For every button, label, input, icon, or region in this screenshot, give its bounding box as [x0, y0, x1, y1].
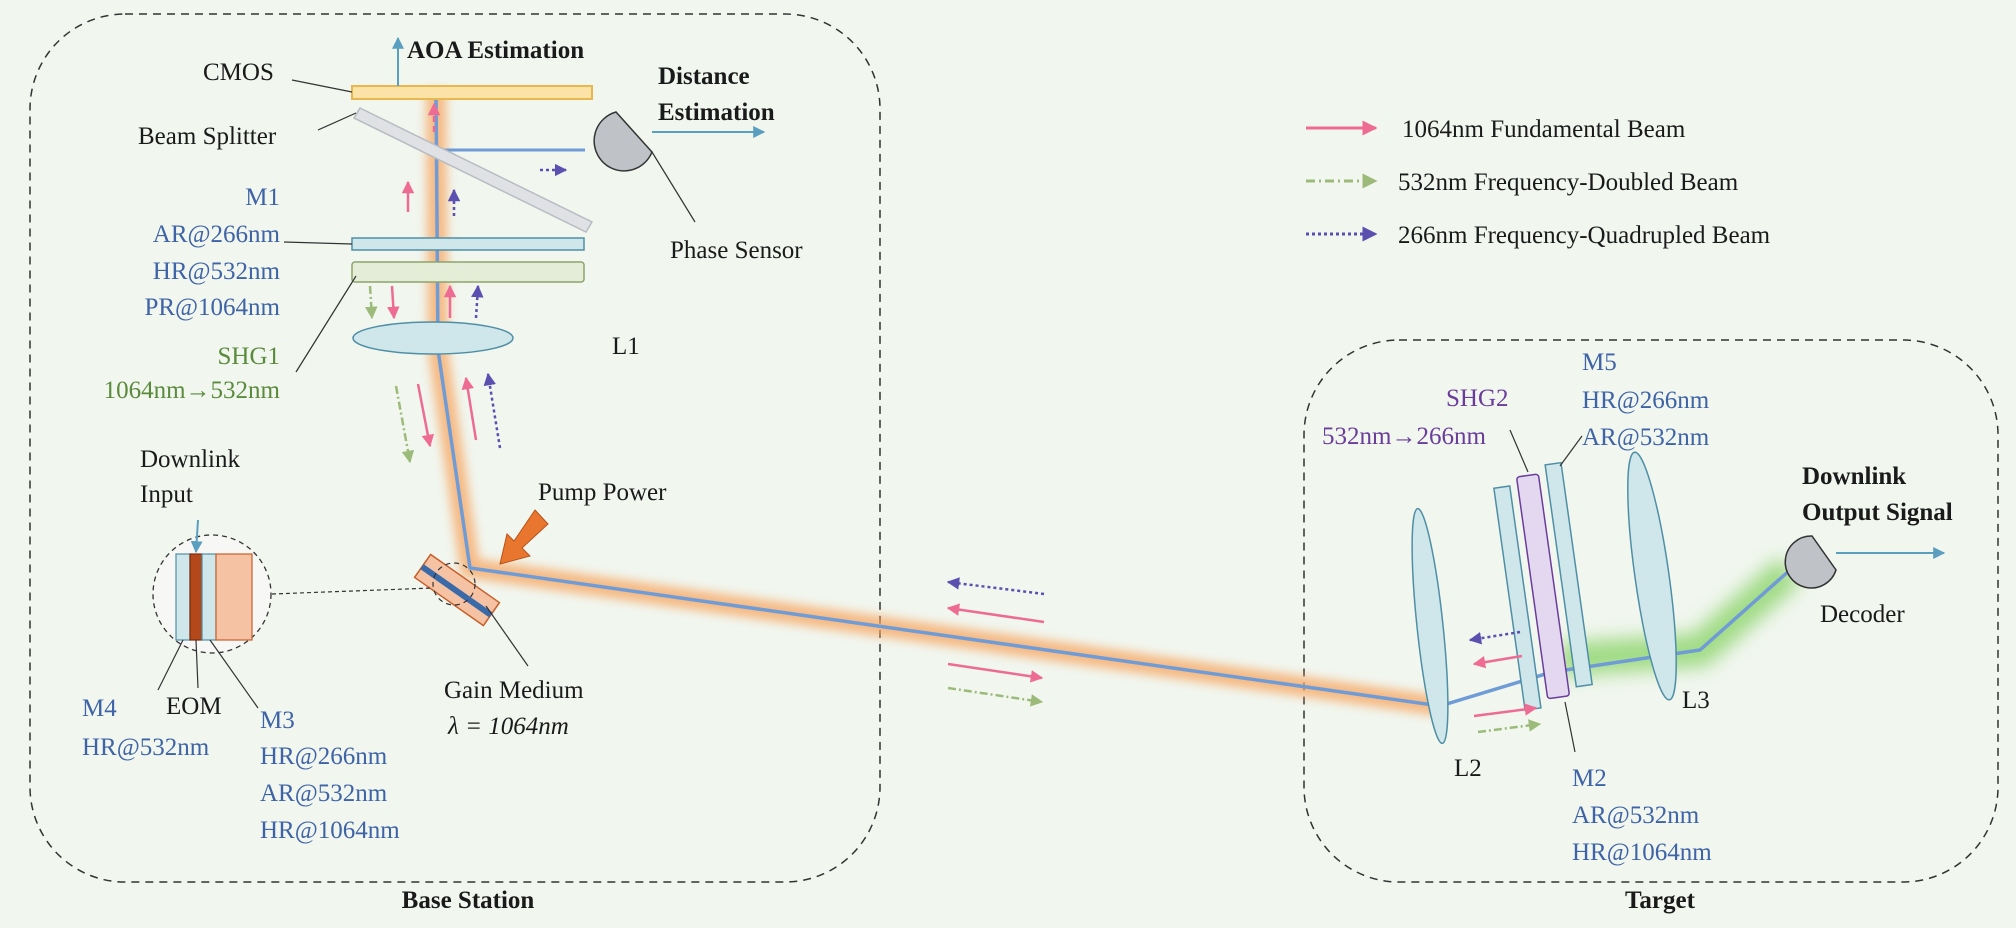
m4-label: M4 [82, 695, 117, 722]
m4-hr-label: HR@532nm [82, 734, 210, 761]
pink-arrow-down-2 [416, 383, 434, 448]
base-station-title: Base Station [402, 887, 535, 914]
m1-hr-label: HR@532nm [153, 258, 281, 285]
legend-label-266: 266nm Frequency-Quadrupled Beam [1398, 222, 1771, 249]
m5-leader [1559, 435, 1583, 467]
laser-beam-glow [426, 89, 1442, 716]
m1-leader [283, 241, 353, 245]
distance-label-1: Distance [658, 63, 750, 90]
shg2-conv-label: 532nm→266nm [1322, 423, 1486, 450]
gain-medium-label: Gain Medium [444, 677, 584, 704]
downlink-output-label-1: Downlink [1802, 463, 1906, 490]
m3-label: M3 [260, 707, 295, 734]
decoder-sensor [1784, 535, 1837, 589]
m3-hr1064-label: HR@1064nm [260, 817, 400, 844]
cmos-label: CMOS [203, 59, 274, 86]
downlink-input-label-1: Downlink [140, 446, 241, 473]
gain-lambda-label: λ = 1064nm [447, 713, 569, 740]
green-arrow-down [365, 285, 378, 320]
pink-arrow-left [946, 603, 1045, 624]
decoder-label: Decoder [1820, 601, 1905, 628]
l2-label: L2 [1454, 755, 1482, 782]
shg2-leader [1509, 429, 1529, 473]
cmos-plate [351, 85, 593, 100]
shg1-crystal [351, 261, 585, 283]
beam-splitter [352, 107, 594, 233]
m1-label: M1 [245, 184, 280, 211]
m2-hr-label: HR@1064nm [1572, 839, 1712, 866]
m2-label: M2 [1572, 765, 1607, 792]
l1-lens [352, 321, 514, 355]
l3-lens [1627, 451, 1677, 701]
m5-hr-label: HR@266nm [1582, 387, 1710, 414]
gain-zoom-circle [432, 562, 476, 606]
m3-hr266-label: HR@266nm [260, 743, 388, 770]
m1-mirror [351, 237, 585, 251]
m2-ar-label: AR@532nm [1572, 802, 1700, 829]
eom-leader [195, 639, 199, 689]
m1-ar-label: AR@266nm [153, 221, 281, 248]
green-arrow-down-2 [394, 385, 415, 464]
gain-medium-leader [485, 605, 529, 667]
l2-lens [1411, 507, 1449, 745]
purple-arrow-up-2 [471, 284, 484, 319]
legend-label-1064: 1064nm Fundamental Beam [1402, 116, 1686, 143]
shg1-label: SHG1 [217, 343, 280, 370]
base-station-region [29, 13, 881, 883]
phase-sensor-label: Phase Sensor [670, 237, 803, 264]
distance-label-2: Estimation [658, 99, 775, 126]
m1-pr-label: PR@1064nm [144, 294, 280, 321]
beam-splitter-leader [317, 112, 357, 131]
m5-label: M5 [1582, 349, 1617, 376]
pink-arrow-right-target [1473, 703, 1538, 718]
legend: 1064nm Fundamental Beam 532nm Frequency-… [1306, 116, 1771, 249]
m5-ar-label: AR@532nm [1582, 424, 1710, 451]
purple-arrow-up-3 [483, 372, 502, 449]
pump-power-arrow [499, 509, 549, 565]
purple-arrow-left [946, 577, 1045, 596]
m3-leader [209, 639, 259, 709]
pump-power-label: Pump Power [538, 479, 667, 506]
pink-arrow-down [387, 285, 400, 320]
downlink-output-label-2: Output Signal [1802, 499, 1953, 526]
green-arrow-right-target [1477, 719, 1542, 734]
pink-arrow-up-3 [461, 376, 478, 441]
beam-splitter-label: Beam Splitter [138, 123, 277, 150]
downlink-input-label-2: Input [140, 481, 193, 508]
l3-label: L3 [1682, 687, 1710, 714]
purple-arrow-left-target [1468, 630, 1521, 645]
target-title: Target [1625, 887, 1696, 914]
phase-sensor-leader [651, 151, 696, 223]
eom-label: EOM [166, 693, 222, 720]
m3-ar532-label: AR@532nm [260, 780, 388, 807]
legend-label-532: 532nm Frequency-Doubled Beam [1398, 169, 1739, 196]
downlink-input-arrow [190, 519, 203, 554]
shg1-conv-label: 1064nm→532nm [104, 377, 281, 404]
pink-arrow-right [947, 662, 1044, 683]
zoom-inset [152, 534, 272, 654]
aoa-estimation-label: AOA Estimation [407, 37, 584, 64]
shg1-leader [295, 275, 357, 373]
m2-shg2-m5-stack [1493, 461, 1594, 711]
shg2-label: SHG2 [1446, 385, 1509, 412]
target-region [1303, 339, 1999, 883]
zoom-connector [271, 587, 434, 595]
m2-leader [1564, 701, 1576, 753]
l1-label: L1 [612, 333, 640, 360]
pink-arrow-left-target [1472, 654, 1523, 669]
m4-leader [157, 639, 184, 691]
cmos-leader [291, 79, 353, 93]
green-arrow-right [947, 686, 1044, 707]
phase-sensor [593, 111, 653, 172]
